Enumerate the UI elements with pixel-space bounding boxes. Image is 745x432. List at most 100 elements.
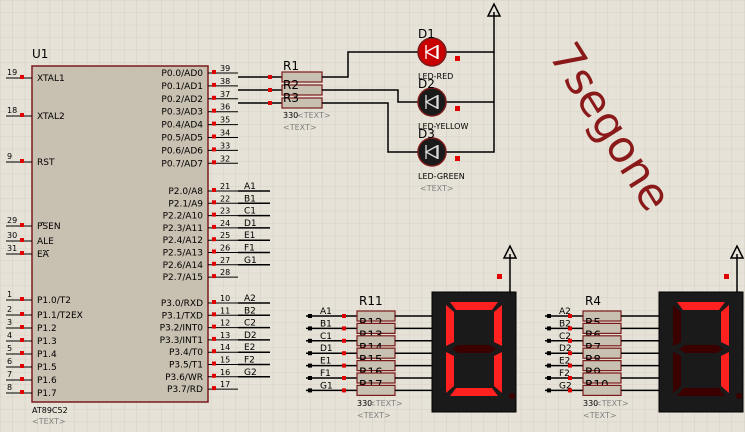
chip-pin-number: 18 bbox=[7, 106, 17, 115]
pin-marker bbox=[212, 373, 216, 378]
chip-pin-label: XTAL1 bbox=[37, 74, 65, 84]
seven-segment-display[interactable] bbox=[658, 291, 744, 413]
pin-marker bbox=[20, 351, 24, 355]
pin-marker bbox=[568, 363, 572, 368]
led-body[interactable] bbox=[417, 37, 447, 67]
pin-marker bbox=[20, 364, 24, 368]
pin-marker bbox=[568, 376, 572, 380]
pin-marker bbox=[212, 349, 216, 354]
display-group-1[interactable]: R11A1R12B1R13C1R14D1R15E1R16F1R17G1330<T… bbox=[306, 244, 518, 420]
chip-pin-number: 24 bbox=[220, 219, 230, 228]
chip-pin-label: P0.3/AD3 bbox=[161, 108, 203, 118]
resistor-r17[interactable] bbox=[356, 384, 396, 396]
chip-pin-number: 32 bbox=[220, 154, 230, 163]
wire-end bbox=[308, 388, 312, 393]
pin-marker bbox=[20, 325, 24, 329]
pin-marker bbox=[268, 75, 272, 79]
chip-pin-label: P2.1/A9 bbox=[168, 199, 203, 209]
led-text-placeholder: <TEXT> bbox=[420, 184, 454, 193]
chip-pin-label: P1.4 bbox=[37, 350, 57, 360]
resistor-text-placeholder: <TEXT> bbox=[297, 111, 331, 120]
net-label: G2 bbox=[244, 368, 257, 378]
pin-marker bbox=[268, 101, 272, 105]
pin-marker bbox=[20, 312, 24, 316]
resistor-r10[interactable] bbox=[582, 384, 622, 396]
wire-end bbox=[547, 363, 551, 368]
net-label: B1 bbox=[320, 319, 332, 329]
wire-end bbox=[547, 351, 551, 356]
chip-pin-label: P3.1/TXD bbox=[162, 311, 203, 321]
led-wire bbox=[322, 102, 418, 153]
chip-pin-number: 2 bbox=[7, 305, 12, 314]
resistor-value: 330 bbox=[357, 399, 372, 408]
pin-marker bbox=[455, 156, 460, 161]
pin-marker bbox=[568, 388, 572, 393]
chip-pin-label: P1.1/T2EX bbox=[37, 311, 83, 321]
net-label: F1 bbox=[244, 244, 255, 254]
segment-d bbox=[677, 388, 725, 396]
led-body[interactable] bbox=[417, 137, 447, 167]
chip-pin-label: P2.0/A8 bbox=[168, 187, 203, 197]
segment-b bbox=[721, 305, 729, 346]
wire-end bbox=[547, 314, 551, 318]
pin-marker bbox=[212, 121, 216, 126]
pin-marker bbox=[212, 300, 216, 304]
net-label: A1 bbox=[244, 182, 256, 192]
seven-segment-display[interactable] bbox=[431, 291, 517, 413]
segment-f bbox=[673, 305, 681, 346]
wire-end bbox=[308, 376, 312, 380]
led-ref: D2 bbox=[418, 77, 435, 91]
led-name: LED-YELLOW bbox=[418, 122, 468, 131]
chip-pin-number: 15 bbox=[220, 356, 230, 365]
chip-pin-number: 25 bbox=[220, 231, 230, 240]
segment-g bbox=[452, 345, 496, 353]
chip-pin-number: 34 bbox=[220, 129, 230, 138]
pin-marker bbox=[212, 386, 216, 391]
pin-marker bbox=[212, 188, 216, 192]
net-label: E1 bbox=[320, 357, 331, 367]
chip-pin-label: P1.7 bbox=[37, 389, 57, 399]
chip-pin-label: P1.6 bbox=[37, 376, 57, 386]
pin-marker bbox=[497, 274, 502, 279]
net-label: E1 bbox=[244, 231, 255, 241]
pin-marker bbox=[568, 338, 572, 343]
segment-e bbox=[446, 352, 454, 393]
chip-pin-label: P3.4/T0 bbox=[169, 348, 203, 358]
pin-marker bbox=[20, 238, 24, 242]
led-body[interactable] bbox=[417, 87, 447, 117]
chip-left-pins: 19XTAL118XTAL29RST29PSEN30ALE31EA1P1.0/T… bbox=[6, 68, 83, 399]
chip-pin-number: 3 bbox=[7, 318, 12, 327]
net-label: B1 bbox=[244, 194, 256, 204]
pin-marker bbox=[724, 274, 729, 279]
pin-marker bbox=[342, 338, 346, 343]
segment-g bbox=[679, 345, 723, 353]
mcu-u1[interactable]: U1 19XTAL118XTAL29RST29PSEN30ALE31EA1P1.… bbox=[6, 47, 270, 426]
vcc-wire bbox=[446, 52, 495, 153]
diode-icon bbox=[424, 94, 439, 110]
pin-marker bbox=[20, 113, 24, 117]
segment-dp bbox=[509, 393, 515, 399]
net-label: B2 bbox=[559, 319, 571, 329]
resistor-label: R2 bbox=[283, 78, 299, 92]
pin-marker bbox=[20, 297, 24, 301]
pin-marker bbox=[568, 351, 572, 356]
net-label: A1 bbox=[320, 307, 332, 317]
pin-marker bbox=[455, 106, 460, 111]
pin-marker bbox=[212, 261, 216, 266]
net-label: A2 bbox=[244, 294, 256, 304]
chip-pin-number: 17 bbox=[220, 380, 230, 389]
display-group-2[interactable]: R4A2R5B2R6C2R7D2R8E2R9F2R10G2330<TEXT><T… bbox=[545, 244, 745, 420]
net-label: B2 bbox=[244, 306, 256, 316]
chip-pin-number: 12 bbox=[220, 319, 230, 328]
chip-body[interactable] bbox=[31, 65, 209, 403]
resistor-value: 330 bbox=[283, 111, 298, 120]
net-label: F2 bbox=[559, 369, 570, 379]
chip-pin-label: RST bbox=[37, 158, 55, 168]
pin-marker bbox=[568, 314, 572, 318]
